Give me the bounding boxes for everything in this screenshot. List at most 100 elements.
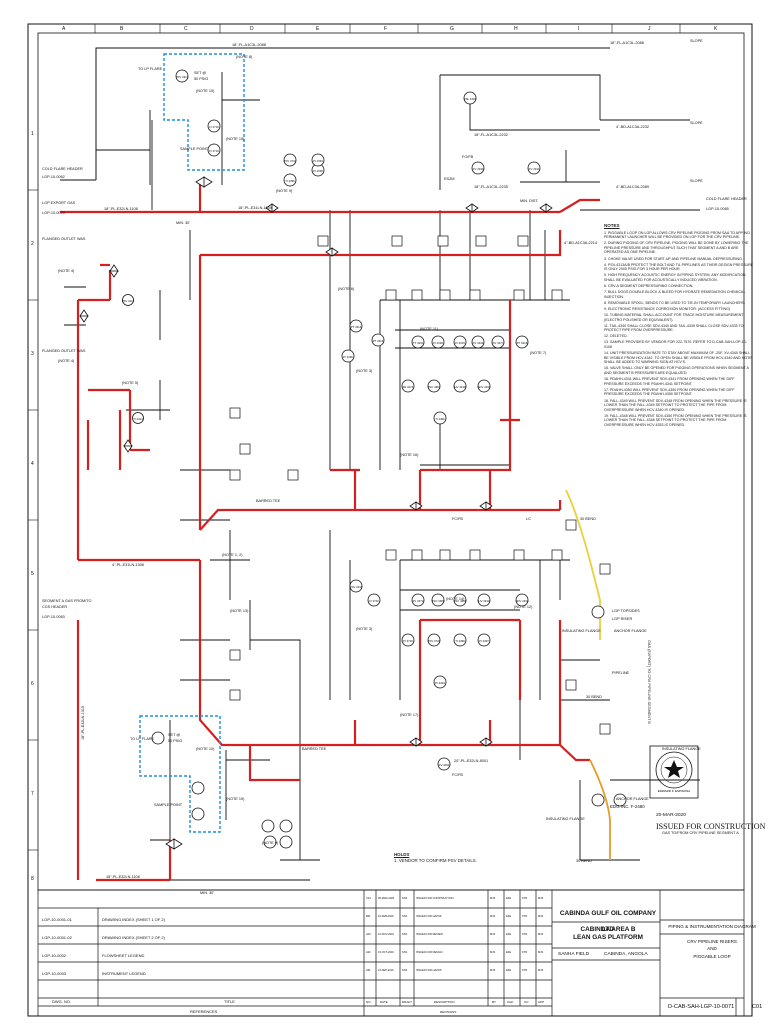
revisions-table: NO. DATE DRAFT DESCRIPTION BY CHK OC APP… [366,1000,544,1014]
line-label-export-main: 18"-PL-E32LN-1108 [104,207,138,211]
grid-col-f: F [384,26,387,32]
label-insulating-flange-2: INSULATING FLANGE [546,817,585,821]
revision-cell: A02 [366,950,371,954]
revision-cell: SSS [402,896,407,900]
grid-columns: A B C D E F G H I J K [62,26,718,32]
ref-row-0-dwg: LGP-10-0001-01 [42,917,73,922]
notes-title: NOTES [604,223,620,228]
star-icon [664,760,684,778]
valves [79,176,553,850]
label-note11: (NOTE 11) [420,327,439,331]
note-item: 17. PDAHH-4350 WILL PREVENT SDV-4350 FRO… [604,387,735,397]
tag-37: PI 4394 [435,681,445,685]
note-item: 12. DELETED. [604,334,628,339]
notes-panel: NOTES 1. PIGGABLE LOOP ON LGP ALLOWS CRV… [604,223,754,429]
revision-cell: MJS [538,896,543,900]
revision-cell: B01 [366,914,371,918]
tag-29: ZSV 3720 [428,639,441,643]
tag-18: XV 4377 [493,341,504,345]
ref-row-2-title: FLOWSHEET LEGEND [102,953,144,958]
project-name-1: CABINDA AREA B [580,926,636,933]
label-insulating-flange: INSULATING FLANGE [562,629,601,633]
note-item: 2. DURING PIGGING OF CRV PIPELINE, PIGGI… [604,241,749,255]
sheet-border [27,23,753,1017]
label-note12: (NOTE 12) [514,605,533,609]
ref-row-1-dwg: LGP-10-0001-02 [42,935,73,940]
tag-25: PI 4396 [343,355,353,359]
slope-label-right: SLOPE [690,179,703,183]
grid-col-h: H [514,26,518,32]
line-label-export-mid: 18"-PL-E31LN-1159 [238,206,272,210]
label-note7: (NOTE 7) [530,351,547,355]
label-flanged-outlet-2: FLANGED OUTLET WAS [42,349,86,353]
revision-cell: MJS [490,968,495,972]
revision-cell: EFE [506,950,511,954]
stamp-date: 20-MAR-2020 [656,813,686,818]
tag-17: SDV 4334 [478,385,491,389]
note-item: 5. HIGH FREQUENCY ACOUSTIC ENERGY IN PIP… [604,273,746,282]
revision-cell: SSS [402,950,407,954]
label-30-bend-3: 30 BEND [576,859,592,863]
label-note6: (NOTE 6) [338,287,355,291]
grid-col-g: G [450,26,454,32]
note-item: 13. SAMPLE PROVIDED BY VENDOR FOR 222-75… [604,340,747,350]
logic-boxes [229,235,611,735]
label-lgp-export-tag: LGP-10-0070 [42,211,65,215]
grid-col-e: E [316,26,320,32]
ref-row-1-title: DRAWING INDEX (SHEET 2 OF 2) [102,935,166,940]
tag-28: PI 3720 [403,639,413,643]
tag-26: PSV 4311 [350,585,363,589]
revision-cell: ISSUED FOR DESIGN [416,950,443,954]
revision-cell: 24-SEP-2019 [378,968,394,972]
note-item: 8. REMOVABLE SPOOL, BENDS TO BE USED TO … [604,300,746,305]
revision-cell: EFE [506,932,511,936]
label-fc-fb: FC/FB [452,517,463,521]
note-item: 7. BULL DOGS DOUBLE BLOCK & BLEED FOR HY… [604,290,746,299]
slope-label-mid: SLOPE [690,121,703,125]
grid-col-b: B [120,26,124,32]
note-item: 3. CHOKE VALVE USED FOR START-UP AND PIP… [604,256,743,261]
line-label-flare-2232: 18"-FL-A1C3L-2232 [474,133,508,137]
label-note5: (NOTE 5) [122,381,139,385]
label-note4: (NOTE 4) [58,269,75,273]
grid-row-2: 2 [31,241,34,247]
line-label-top-left: 18"-FL-A1C3L-2088 [232,43,266,47]
rev-header-chk: CHK [507,1000,513,1004]
rev-header-desc: DESCRIPTION [434,1000,455,1004]
tag-1: FI 3710 [209,125,219,129]
label-note16: (NOTE 16) [400,453,419,457]
grid-row-7: 7 [31,791,34,797]
label-30-bend: 30 BEND [580,517,596,521]
revision-cell: KTR [522,896,527,900]
ref-footer: REFERENCES [190,1009,218,1014]
tag-14: FE 4374 [403,385,414,389]
project-name-2: LEAN GAS PLATFORM [573,934,643,941]
label-segment-tag: LGP-10-0063 [42,615,65,619]
rev-header-app: APP [538,1000,544,1004]
note-item: 16. PDAHH-4341 WILL PREVENT SDV-4341 FRO… [604,377,735,386]
revision-cell: KTR [522,968,527,972]
tag-10: PSV 4312 [122,299,135,303]
label-insulating-flange-3: INSULATING FLANGE [662,747,701,751]
tag-3: ZSV 3710 [284,159,297,163]
label-note17: (NOTE 17) [400,713,419,717]
revision-cell: EFE [506,896,511,900]
line-label-flare-2235: 18"-FL-A1C3L-2235 [474,185,508,189]
holds-title: HOLDS [394,852,410,857]
note-item: 18. FALL-4349 WILL PREVENT SDV-4348 FROM… [604,398,747,412]
revision-cell: SSS [402,914,407,918]
revision-cell: 16-FEB-2020 [378,914,394,918]
rev-header-date: DATE [380,1000,388,1004]
title-block-frame [37,889,745,1017]
grid-col-i: I [578,26,579,32]
grid-row-1: 1 [31,131,34,137]
grid-row-4: 4 [31,461,34,467]
tag-4: TI 4395 [285,179,295,183]
label-cold-flare-tag: LGP-10-0062 [42,175,65,179]
label-flanged-outlet: FLANGED OUTLET WAS [42,237,86,241]
grid-col-j: J [648,26,651,32]
revision-cell: A01 [366,968,371,972]
tag-30: TI 4398 [455,639,465,643]
